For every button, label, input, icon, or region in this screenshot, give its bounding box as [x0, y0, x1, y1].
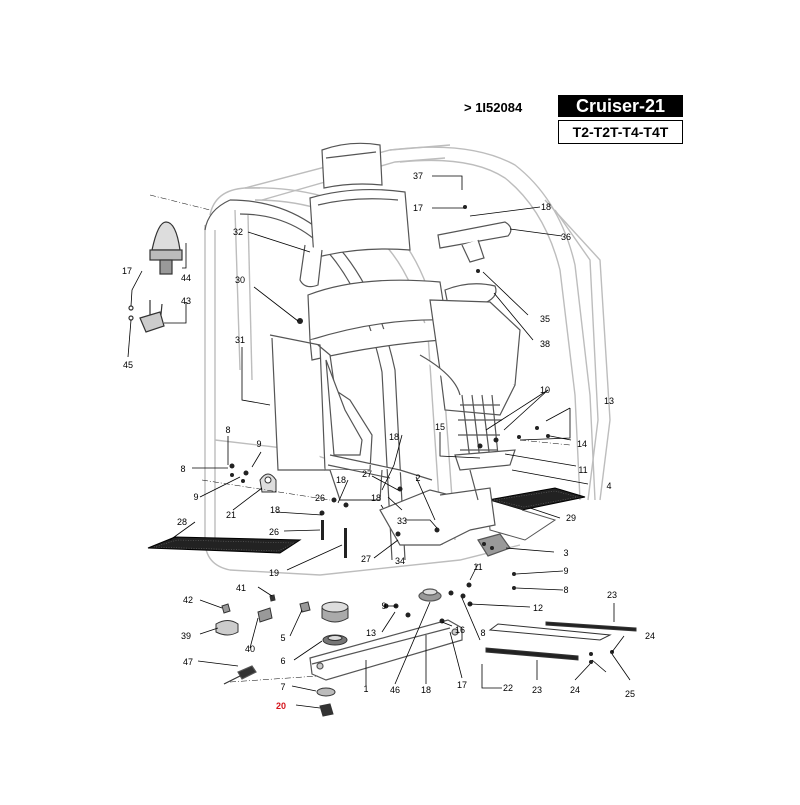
callout-18: 18 — [371, 493, 381, 503]
floor-mat-right — [487, 487, 586, 541]
callout-18: 18 — [421, 685, 431, 695]
callout-28: 28 — [177, 517, 187, 527]
callout-32: 32 — [233, 227, 243, 237]
callout-29: 29 — [566, 513, 576, 523]
callout-9: 9 — [256, 439, 261, 449]
callout-18: 18 — [389, 432, 399, 442]
callout-24: 24 — [645, 631, 655, 641]
callout-8: 8 — [180, 464, 185, 474]
callout-10: 10 — [540, 385, 550, 395]
side-panel — [269, 334, 383, 501]
callout-35: 35 — [540, 314, 550, 324]
callout-18: 18 — [541, 202, 551, 212]
callout-33: 33 — [397, 516, 407, 526]
callout-13: 13 — [604, 396, 614, 406]
callout-23: 23 — [607, 590, 617, 600]
seat-base-console — [419, 299, 521, 461]
callout-6: 6 — [280, 656, 285, 666]
seat — [299, 142, 512, 361]
callout-31: 31 — [235, 335, 245, 345]
callout-5: 5 — [280, 633, 285, 643]
callout-19: 19 — [269, 568, 279, 578]
callout-39: 39 — [181, 631, 191, 641]
callout-45: 45 — [123, 360, 133, 370]
callout-21: 21 — [226, 510, 236, 520]
floor-platform — [327, 449, 516, 557]
callout-4: 4 — [606, 481, 611, 491]
side-strips — [485, 621, 637, 661]
callout-9: 9 — [563, 566, 568, 576]
callout-16: 16 — [455, 625, 465, 635]
callout-15: 15 — [435, 422, 445, 432]
callout-44: 44 — [181, 273, 191, 283]
callout-1: 1 — [363, 684, 368, 694]
callout-8: 8 — [225, 425, 230, 435]
callout-7: 7 — [280, 682, 285, 692]
callout-34: 34 — [395, 556, 405, 566]
callout-30: 30 — [235, 275, 245, 285]
callout-38: 38 — [540, 339, 550, 349]
callout-18: 18 — [336, 475, 346, 485]
callout-17: 17 — [122, 266, 132, 276]
callout-47: 47 — [183, 657, 193, 667]
callout-17: 17 — [457, 680, 467, 690]
callout-11: 11 — [473, 562, 482, 572]
callout-9: 9 — [381, 601, 386, 611]
skid-rail — [223, 588, 463, 685]
callout-40: 40 — [245, 644, 255, 654]
callout-18: 18 — [270, 505, 280, 515]
mount-parts — [215, 594, 349, 717]
callout-36: 36 — [561, 232, 571, 242]
callout-3: 3 — [563, 548, 568, 558]
callout-8: 8 — [563, 585, 568, 595]
leader-lines — [127, 175, 631, 709]
model-title: Cruiser-21 — [558, 95, 683, 117]
floor-mat-left — [147, 536, 302, 554]
axis-lines — [149, 194, 571, 683]
callout-43: 43 — [181, 296, 191, 306]
callout-9: 9 — [193, 492, 198, 502]
hardware — [229, 205, 614, 664]
callout-37: 37 — [413, 171, 423, 181]
callout-26: 26 — [315, 493, 325, 503]
beacon-assembly — [128, 221, 183, 333]
reference-number: > 1I52084 — [464, 100, 523, 115]
callout-13: 13 — [366, 628, 376, 638]
callout-23: 23 — [532, 685, 542, 695]
callout-41: 41 — [236, 583, 246, 593]
callout-24: 24 — [570, 685, 580, 695]
callout-8: 8 — [480, 628, 485, 638]
callout-42: 42 — [183, 595, 193, 605]
callout-17: 17 — [413, 203, 423, 213]
callout-27: 27 — [362, 469, 372, 479]
callout-46: 46 — [390, 685, 400, 695]
model-variants: T2-T2T-T4-T4T — [558, 120, 683, 144]
callout-22: 22 — [503, 683, 513, 693]
callout-12: 12 — [533, 603, 543, 613]
callout-25: 25 — [625, 689, 635, 699]
callout-11: 11 — [578, 465, 587, 475]
callout-26: 26 — [269, 527, 279, 537]
callout-2: 2 — [415, 473, 420, 483]
callout-14: 14 — [577, 439, 587, 449]
callout-20: 20 — [276, 701, 286, 711]
callout-27: 27 — [361, 554, 371, 564]
